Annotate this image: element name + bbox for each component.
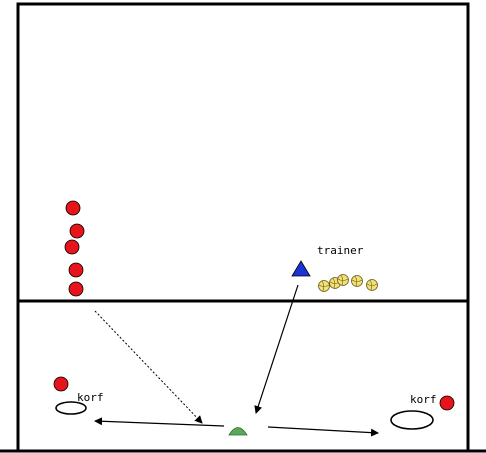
korf-left: korf [53, 376, 104, 415]
left-option-arrow[interactable] [94, 417, 225, 427]
player-icon[interactable] [64, 239, 80, 255]
ball-icon[interactable] [351, 275, 363, 287]
ball-icon[interactable] [318, 280, 330, 292]
player-icon[interactable] [69, 223, 85, 239]
cone-icon[interactable] [228, 427, 248, 436]
player-icon[interactable] [68, 262, 84, 278]
basket-icon[interactable] [390, 410, 434, 430]
korf-right-label: korf [410, 393, 437, 406]
player-icon[interactable] [53, 376, 69, 392]
player-icon[interactable] [65, 200, 81, 216]
korf-left-label: korf [77, 391, 104, 404]
trainer-label: trainer [317, 244, 364, 257]
korf-right: korf [390, 393, 455, 430]
ball-group [318, 274, 378, 292]
player-queue [64, 200, 85, 297]
right-option-arrow[interactable] [267, 426, 379, 437]
trainer: trainer [291, 244, 364, 277]
ball-icon[interactable] [366, 279, 378, 291]
basket-icon[interactable] [55, 401, 87, 415]
trainer-pass-arrow[interactable] [254, 284, 299, 414]
player-icon[interactable] [439, 395, 455, 411]
cone [228, 427, 248, 436]
movement-arrows [94, 284, 379, 437]
trainer-icon[interactable] [291, 260, 311, 277]
player-run-arrow[interactable] [94, 310, 203, 424]
ball-icon[interactable] [337, 274, 349, 286]
player-icon[interactable] [68, 281, 84, 297]
